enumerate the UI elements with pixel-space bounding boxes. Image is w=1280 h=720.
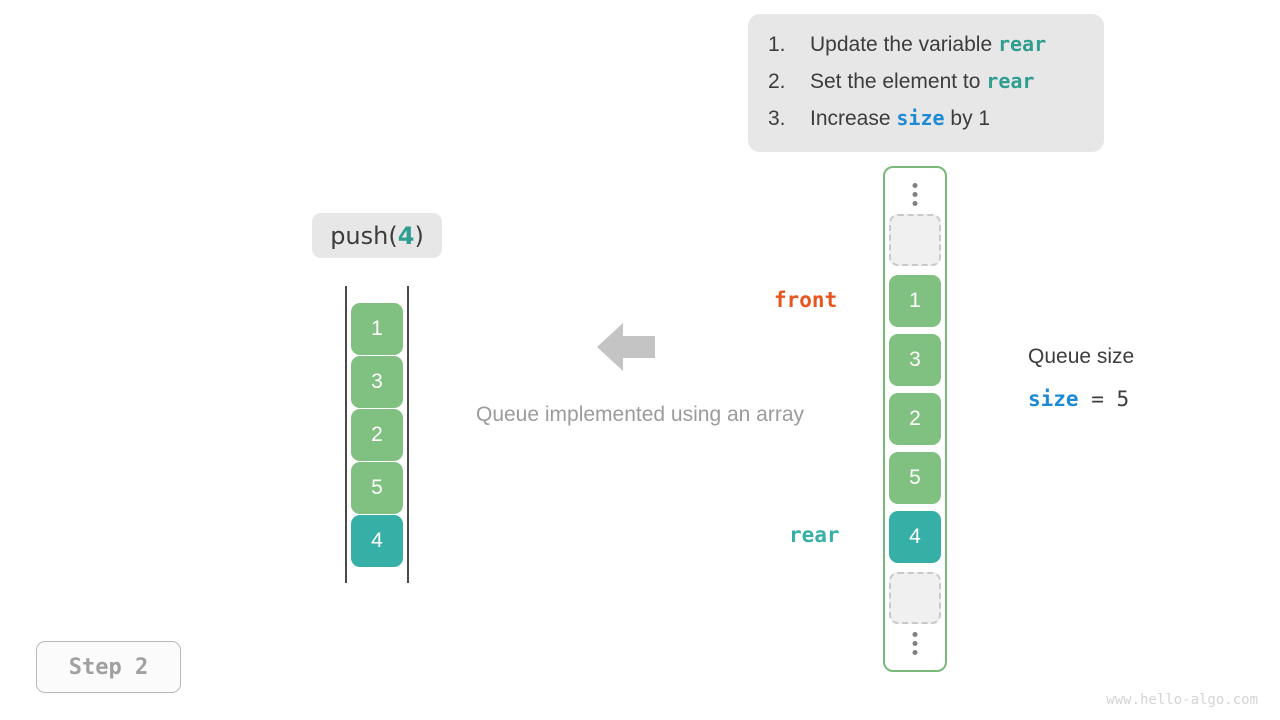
left-arrow-icon (597, 323, 655, 371)
instruction-number: 1. (768, 33, 786, 56)
pointer-arrow-icon (848, 529, 913, 570)
operation-label: push(4) (312, 213, 442, 258)
instruction-card: 1. Update the variable rear 2. Set the e… (748, 14, 1104, 152)
queue-cell: 5 (351, 462, 403, 514)
rear-pointer-label: rear (789, 523, 840, 547)
instruction-item-2: 2. Set the element to rear (768, 69, 1082, 106)
watermark: www.hello-algo.com (1106, 692, 1258, 708)
instruction-item-1: 1. Update the variable rear (768, 32, 1082, 69)
operation-open-paren: ( (388, 221, 398, 250)
size-value: 5 (1116, 387, 1130, 411)
instruction-text: Update the variable (810, 33, 998, 56)
array-cell: 1 (889, 275, 941, 327)
stack-rail-left (345, 286, 347, 583)
front-pointer-label: front (774, 288, 838, 312)
array-cell: 5 (889, 452, 941, 504)
step-badge: Step 2 (36, 641, 181, 693)
instruction-text-post: by 1 (944, 107, 991, 130)
instruction-code-rear: rear (997, 32, 1047, 56)
queue-size-expression: size = 5 (1028, 385, 1134, 413)
array-cells: 1 3 2 5 4 (889, 275, 941, 570)
instruction-number: 3. (768, 107, 786, 130)
array-empty-slot (889, 214, 941, 266)
array-cell-new: 4 (889, 511, 941, 563)
instruction-code-rear: rear (986, 69, 1035, 93)
front-pointer: front (774, 286, 910, 335)
queue-cell: 3 (351, 356, 403, 408)
operation-close-paren: ) (414, 221, 424, 250)
vertical-ellipsis-icon (912, 632, 918, 655)
instruction-number: 2. (768, 70, 786, 93)
operation-name: push (330, 221, 389, 250)
size-operator: = (1078, 387, 1117, 411)
queue-cell: 1 (351, 303, 403, 355)
diagram-caption: Queue implemented using an array (475, 403, 805, 426)
array-cell: 3 (889, 334, 941, 386)
queue-abstract-cells: 1 3 2 5 4 (351, 303, 403, 568)
stack-rail-right (407, 286, 409, 583)
array-cell: 2 (889, 393, 941, 445)
vertical-ellipsis-icon (912, 183, 918, 206)
array-view: 1 3 2 5 4 (883, 166, 947, 672)
queue-size-panel: Queue size size = 5 (1028, 343, 1134, 413)
array-empty-slot (889, 572, 941, 624)
instruction-text: Increase (810, 107, 897, 130)
queue-abstract-view: 1 3 2 5 4 (345, 286, 409, 583)
operation-argument: 4 (397, 221, 415, 250)
pointer-arrow-icon (845, 294, 910, 335)
rear-pointer: rear (789, 521, 913, 570)
queue-size-title: Queue size (1028, 345, 1135, 368)
queue-cell: 2 (351, 409, 403, 461)
instruction-item-3: 3. Increase size by 1 (768, 106, 1082, 143)
queue-cell-new: 4 (351, 515, 403, 567)
instruction-text: Set the element to (810, 70, 987, 93)
size-variable-name: size (1028, 387, 1079, 411)
instruction-code-size: size (896, 106, 945, 130)
